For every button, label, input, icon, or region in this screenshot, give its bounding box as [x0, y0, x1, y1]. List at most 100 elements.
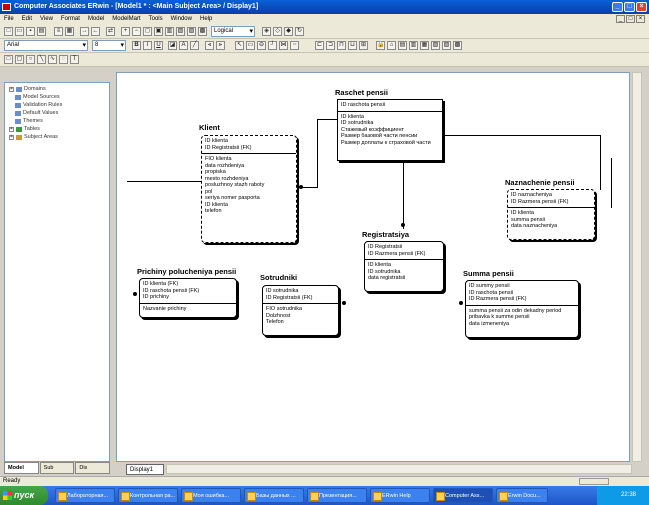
layout-icon-3[interactable]: ▦ — [420, 41, 429, 50]
underline-icon[interactable]: U — [154, 41, 163, 50]
identifying-rel-icon[interactable]: ┘ — [268, 41, 277, 50]
layout-icon-4[interactable]: ▧ — [431, 41, 440, 50]
key-display-icon[interactable]: ▧ — [176, 27, 185, 36]
font-color-icon[interactable]: A — [179, 41, 188, 50]
forward-engineer-icon[interactable]: → — [80, 27, 89, 36]
layout-icon-5[interactable]: ▨ — [442, 41, 451, 50]
tab-subject-area[interactable]: Sub — [39, 462, 75, 474]
text-tool-icon[interactable]: T — [70, 55, 79, 64]
tree-item-tables[interactable]: +Tables — [9, 125, 40, 132]
window-title-bar[interactable]: Computer Associates ERwin - [Model1 * : … — [0, 0, 649, 14]
font-size-select[interactable]: 8 — [92, 40, 126, 51]
entity-display-icon[interactable]: ▣ — [154, 27, 163, 36]
tab-display1[interactable]: Display1 — [126, 464, 164, 475]
modelmart-open-icon[interactable]: ◇ — [273, 27, 282, 36]
tree-item-validation-rules[interactable]: Validation Rules — [15, 101, 62, 109]
schema-icon[interactable]: ▦ — [65, 27, 74, 36]
menu-file[interactable]: File — [4, 16, 14, 22]
modelmart-connect-icon[interactable]: ◈ — [262, 27, 271, 36]
entity-summa-pensii[interactable]: Summa pensii ID summy pensii ID raschota… — [463, 269, 583, 342]
doc-restore-button[interactable]: □ — [626, 15, 635, 23]
menu-modelmart[interactable]: ModelMart — [112, 16, 141, 22]
relationship-line-klient-raschet[interactable] — [299, 187, 317, 188]
model-explorer-panel[interactable]: +Domains Model Sources Validation Rules … — [4, 82, 110, 462]
layout-icon-2[interactable]: ▥ — [409, 41, 418, 50]
print-icon[interactable]: ▤ — [37, 27, 46, 36]
taskbar-item[interactable]: Лабораторная... — [55, 488, 115, 503]
physical-display-icon[interactable]: ▩ — [198, 27, 207, 36]
rounded-rect-tool-icon[interactable]: ▢ — [15, 55, 24, 64]
menu-view[interactable]: View — [40, 16, 53, 22]
taskbar-item[interactable]: Erwin Docu... — [496, 488, 548, 503]
complete-compare-icon[interactable]: ⇄ — [106, 27, 115, 36]
subtype-tool-icon[interactable]: ⊖ — [257, 41, 266, 50]
line-color-icon[interactable]: ╱ — [190, 41, 199, 50]
menu-window[interactable]: Window — [170, 16, 192, 22]
taskbar-item[interactable]: Моя ошибка... — [181, 488, 241, 503]
modelmart-save-icon[interactable]: ◆ — [284, 27, 293, 36]
taskbar-item[interactable]: Контрольная ра... — [118, 488, 178, 503]
horizontal-scrollbar[interactable] — [166, 464, 632, 474]
close-button[interactable]: × — [636, 2, 647, 12]
relationship-line-naznachenie-right[interactable] — [611, 158, 612, 208]
doc-minimize-button[interactable]: _ — [616, 15, 625, 23]
menu-edit[interactable]: Edit — [21, 16, 33, 22]
menu-help[interactable]: Help — [199, 16, 213, 22]
doc-close-button[interactable]: × — [636, 15, 645, 23]
logical-physical-select[interactable]: Logical — [211, 26, 255, 37]
font-select[interactable]: Arial — [4, 40, 88, 51]
non-identifying-rel-icon[interactable]: ╌ — [290, 41, 299, 50]
many-to-many-rel-icon[interactable]: ⋈ — [279, 41, 288, 50]
line-tool-icon[interactable]: ╲ — [37, 55, 46, 64]
rectangle-tool-icon[interactable]: □ — [4, 55, 13, 64]
expand-icon[interactable]: + — [9, 133, 14, 140]
tree-item-default-values[interactable]: Default Values — [15, 109, 58, 117]
zoom-in-icon[interactable]: + — [121, 27, 130, 36]
taskbar-item[interactable]: Презентация... — [307, 488, 367, 503]
relationship-line-raschet-registratsiya[interactable] — [403, 161, 404, 229]
taskbar-item-active[interactable]: Computer Ass... — [433, 488, 493, 503]
entity-naznachenie-pensii[interactable]: Naznachenie pensii ID naznacheniya ID Ra… — [505, 178, 600, 243]
vertical-scrollbar[interactable] — [632, 72, 642, 462]
expand-icon[interactable]: + — [9, 85, 14, 92]
diagram-canvas[interactable]: Raschet pensii ID raschota pensii ID kli… — [116, 72, 630, 462]
entity-klient[interactable]: Klient ID klienta ID Registratsii (FK) F… — [199, 123, 301, 248]
zoom-out-icon[interactable]: − — [132, 27, 141, 36]
align-tool-icon-1[interactable]: ⊏ — [315, 41, 324, 50]
align-right-icon[interactable]: ⫸ — [216, 41, 225, 50]
definition-display-icon[interactable]: ▨ — [187, 27, 196, 36]
layout-icon-1[interactable]: ▤ — [398, 41, 407, 50]
group-tool-icon[interactable]: ◌ — [59, 55, 68, 64]
entity-registratsiya[interactable]: Registratsiya ID Registratsii ID Razmera… — [362, 230, 447, 295]
start-button[interactable]: пуск — [0, 486, 48, 505]
relationship-line-klient-left[interactable] — [127, 181, 201, 182]
fill-color-icon[interactable]: ◪ — [168, 41, 177, 50]
save-icon[interactable]: ▪ — [26, 27, 35, 36]
italic-icon[interactable]: I — [143, 41, 152, 50]
relationship-line-right-vertical[interactable] — [600, 135, 601, 190]
ellipse-tool-icon[interactable]: ○ — [26, 55, 35, 64]
bold-icon[interactable]: B — [132, 41, 141, 50]
clock[interactable]: 22:38 — [621, 492, 637, 498]
align-tool-icon-3[interactable]: ⊓ — [337, 41, 346, 50]
tab-model[interactable]: Model — [4, 462, 39, 474]
report-icon[interactable]: ≡ — [54, 27, 63, 36]
entity-sotrudniki[interactable]: Sotrudniki ID sotrudnika ID Registratsii… — [260, 273, 342, 341]
zoom-fit-icon[interactable]: ◻ — [143, 27, 152, 36]
tree-item-model-sources[interactable]: Model Sources — [15, 93, 60, 101]
taskbar-item[interactable]: ERwin Help — [370, 488, 430, 503]
align-tool-icon-4[interactable]: ⊔ — [348, 41, 357, 50]
relationship-line-raschet-entry[interactable] — [317, 119, 337, 120]
entity-tool-icon[interactable]: ▭ — [246, 41, 255, 50]
polyline-tool-icon[interactable]: ∿ — [48, 55, 57, 64]
attribute-display-icon[interactable]: ▥ — [165, 27, 174, 36]
align-left-icon[interactable]: ⫷ — [205, 41, 214, 50]
modelmart-refresh-icon[interactable]: ↻ — [295, 27, 304, 36]
entity-prichiny-polucheniya-pensii[interactable]: Prichiny polucheniya pensii ID klienta (… — [137, 267, 242, 322]
menu-model[interactable]: Model — [87, 16, 105, 22]
minimize-button[interactable]: _ — [612, 2, 623, 12]
open-folder-icon[interactable]: ▭ — [15, 27, 24, 36]
lock-icon-2[interactable]: ⌂ — [387, 41, 396, 50]
tree-item-domains[interactable]: +Domains — [9, 85, 46, 92]
layout-icon-6[interactable]: ▩ — [453, 41, 462, 50]
